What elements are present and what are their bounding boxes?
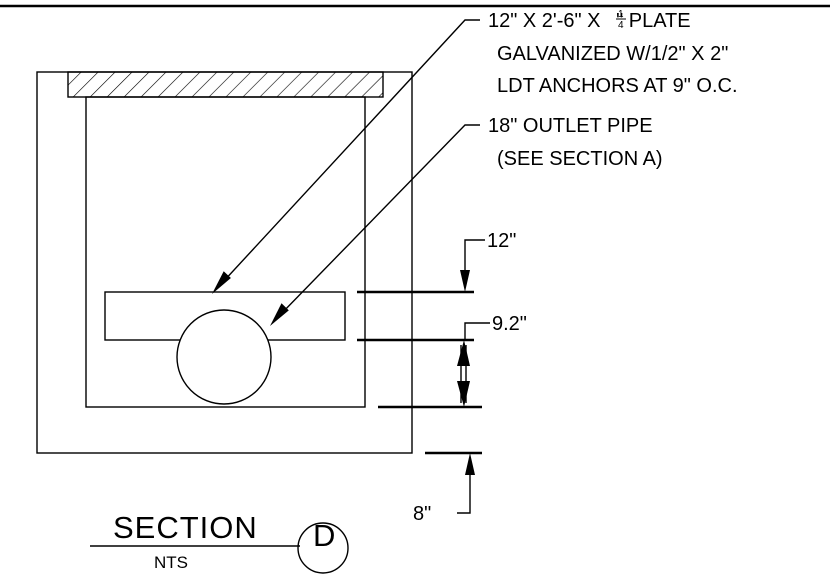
dim-12-label: 12" [487, 230, 516, 252]
pipe-callout-line1: 18" OUTLET PIPE [488, 115, 653, 137]
hatched-top-slab [67, 71, 384, 98]
pipe-leader-line [279, 124, 480, 316]
dim-12-leader [464, 239, 485, 278]
plate-fraction-denominator: 4 [618, 20, 624, 31]
dim-9-2-arrowhead-up [457, 340, 470, 366]
plate-callout-line3: LDT ANCHORS AT 9" O.C. [497, 75, 738, 97]
dim-8-leader [457, 468, 471, 514]
plate-callout-line2: GALVANIZED W/1/2" X 2" [497, 43, 728, 65]
section-scale-label: NTS [154, 553, 188, 572]
plate-fraction-numerator: 1 [618, 9, 624, 20]
plate-callout-line1: 12" X 2'-6" X " PLATE [488, 10, 691, 32]
pipe-callout-line2: (SEE SECTION A) [497, 148, 663, 170]
dim-9-2-label: 9.2" [492, 313, 527, 335]
dim-8-arrowhead [465, 453, 475, 475]
dim-12-arrowhead [460, 270, 470, 292]
dim-9-2-arrowhead-down [457, 381, 470, 407]
section-id-letter: D [313, 518, 336, 553]
outlet-pipe-circle [176, 309, 272, 405]
pipe-leader-arrowhead [270, 303, 289, 326]
dim-8-label: 8" [413, 503, 431, 525]
plate-leader-line [221, 19, 480, 284]
dim-9-2-leader [464, 322, 490, 340]
section-title-label: SECTION [113, 510, 258, 545]
plate-leader-arrowhead [212, 271, 231, 294]
section-id-bubble [297, 522, 349, 574]
